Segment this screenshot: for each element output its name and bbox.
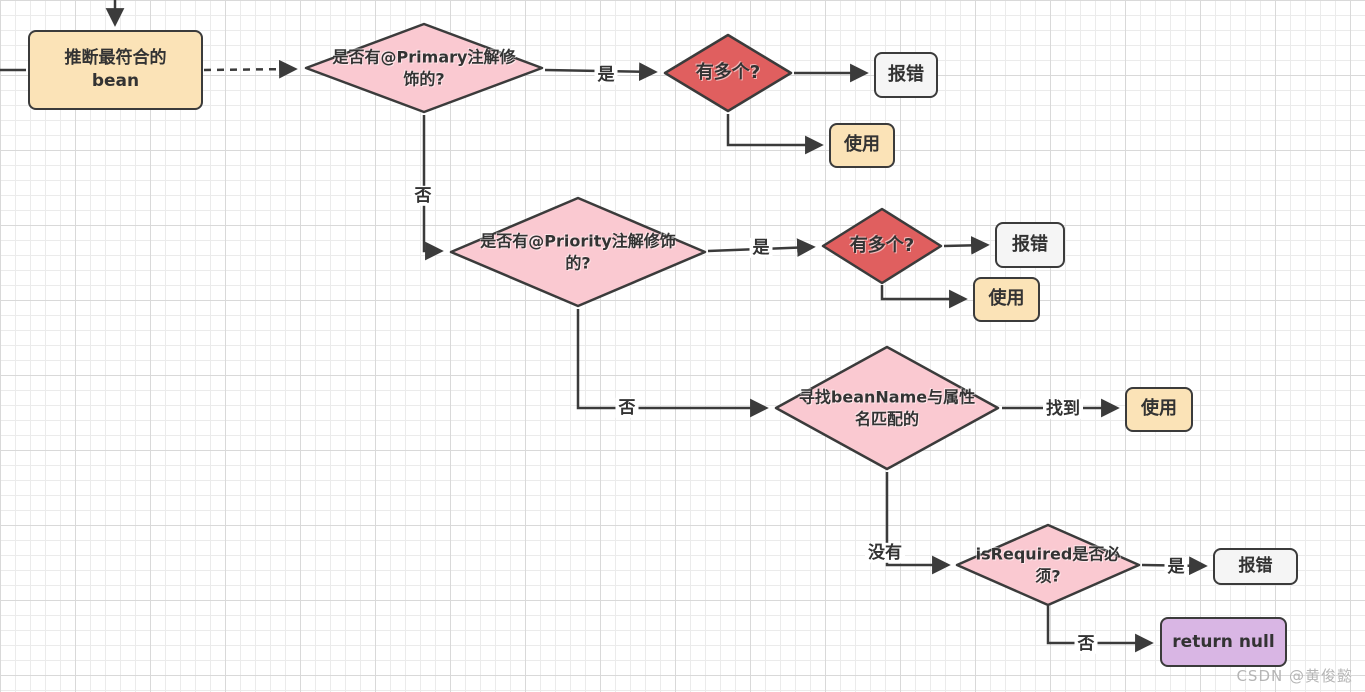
- return-null-box: return null: [1160, 617, 1287, 667]
- edge-isrequired-no: [1046, 606, 1154, 653]
- edge-label-yes-1: 是: [594, 64, 618, 86]
- use-box-2: 使用: [973, 277, 1040, 322]
- edge-label-no-1: 否: [411, 185, 435, 207]
- watermark: CSDN @黄俊懿: [1236, 667, 1353, 685]
- edge-multiple2-use: [880, 285, 968, 309]
- priority-check-label: 是否有@Priority注解修饰 的?: [480, 231, 676, 272]
- multiple-check-label-2: 有多个?: [849, 234, 915, 256]
- edge-label-no-2: 否: [615, 397, 639, 419]
- edge-label-yes-3: 是: [1164, 556, 1188, 578]
- multiple-check-diamond-2: 有多个?: [821, 207, 943, 285]
- error-box-2: 报错: [995, 222, 1065, 268]
- use-box-3: 使用: [1125, 387, 1193, 432]
- edge-multiple1-use: [726, 114, 824, 155]
- beanname-match-diamond: 寻找beanName与属性 名匹配的: [774, 345, 1000, 471]
- multiple-check-label-1: 有多个?: [695, 61, 761, 83]
- start-node: 推断最符合的 bean: [28, 30, 203, 110]
- edge-priority-no: [576, 309, 769, 418]
- error-box-1: 报错: [874, 52, 938, 98]
- isrequired-label: isRequired是否必 须?: [975, 544, 1121, 585]
- beanname-match-label: 寻找beanName与属性 名匹配的: [798, 387, 976, 428]
- edge-label-found: 找到: [1043, 398, 1083, 420]
- error-box-3: 报错: [1213, 548, 1298, 585]
- edge-start-to-primary: [203, 59, 298, 79]
- primary-check-diamond: 是否有@Primary注解修 饰的?: [304, 22, 544, 114]
- primary-check-label: 是否有@Primary注解修 饰的?: [332, 47, 516, 88]
- priority-check-diamond: 是否有@Priority注解修饰 的?: [449, 196, 707, 308]
- edge-multiple2-error: [943, 235, 990, 255]
- multiple-check-diamond-1: 有多个?: [663, 33, 793, 113]
- use-box-1: 使用: [829, 123, 895, 168]
- edge-label-none: 没有: [865, 542, 905, 564]
- edge-label-no-3: 否: [1074, 633, 1098, 655]
- edge-label-yes-2: 是: [749, 237, 773, 259]
- isrequired-diamond: isRequired是否必 须?: [955, 523, 1141, 607]
